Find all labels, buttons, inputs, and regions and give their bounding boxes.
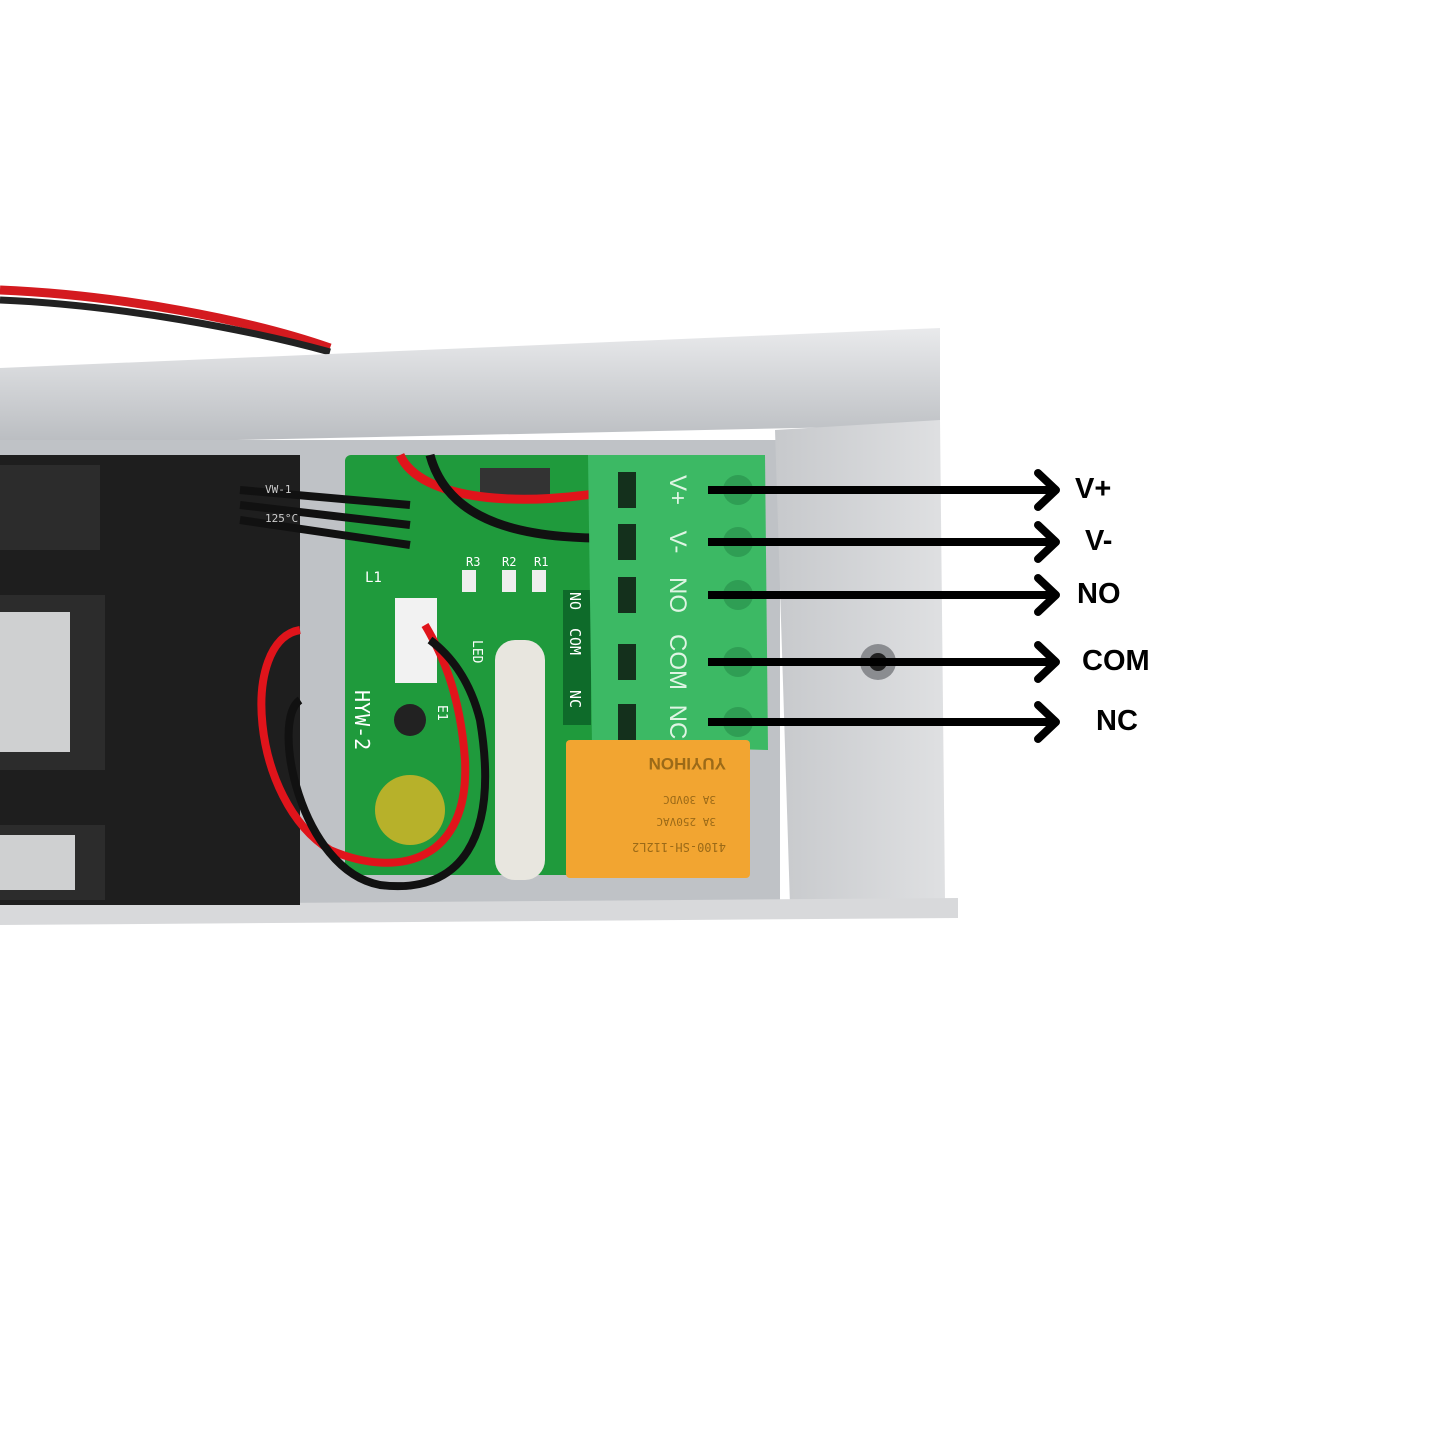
terminal-label-no: NO	[1077, 578, 1121, 610]
arrow-head-icon	[1034, 469, 1060, 511]
relay-model: 4100-SH-112L2	[632, 840, 726, 854]
relay	[566, 740, 750, 878]
resistor-r1	[532, 570, 546, 592]
terminal-block-text-no: NO	[664, 577, 691, 613]
resistor-r2	[502, 570, 516, 592]
silk-com: COM	[566, 628, 584, 655]
arrow-head-icon	[1034, 574, 1060, 616]
silk-e1: E1	[434, 705, 449, 721]
arrow-head-icon	[1034, 521, 1060, 563]
terminal-slot-no	[618, 577, 636, 613]
aluminum-housing-top	[0, 328, 940, 445]
capacitor-e1	[375, 775, 445, 845]
red-wire-v-plus	[395, 452, 629, 504]
resistor-r3	[462, 570, 476, 592]
terminal-label-nc: NC	[1096, 705, 1138, 737]
pcb-model-label: HYW-2	[350, 690, 374, 750]
magnet-label	[0, 612, 70, 752]
terminal-slot-v-minus	[618, 524, 636, 560]
red-cable	[0, 285, 332, 353]
black-coil-wire	[284, 636, 490, 891]
terminal-slot-com	[618, 644, 636, 680]
black-cable	[0, 296, 331, 356]
terminal-block-text-v-minus: V-	[664, 531, 691, 554]
silk-l1: L1	[365, 570, 382, 586]
magnet-label	[0, 835, 75, 890]
terminal-slot-v-plus	[618, 472, 636, 508]
led-light-pipe	[495, 640, 545, 880]
wire-print-b: 125°C	[265, 512, 298, 525]
silk-r2: R2	[502, 555, 516, 569]
relay-rating-1: 3A 250VAC	[656, 815, 716, 828]
arrow-head-icon	[1034, 641, 1060, 683]
terminal-block-text-com: COM	[664, 634, 691, 690]
silk-terminal-labels	[563, 590, 591, 725]
terminal-label-com: COM	[1082, 645, 1150, 677]
relay-brand: YUYIHON	[649, 754, 726, 773]
relay-rating-2: 3A 30VDC	[663, 793, 716, 806]
wire-print-a: VW-1	[265, 483, 292, 496]
arrow-head-icon	[1034, 701, 1060, 743]
terminal-block-text-v-plus: V+	[664, 475, 691, 505]
magnet-segment	[0, 465, 100, 550]
silk-r3: R3	[466, 555, 480, 569]
terminal-slot-nc	[618, 704, 636, 740]
silk-no: NO	[566, 592, 584, 610]
silk-r1: R1	[534, 555, 548, 569]
terminal-label-v-plus: V+	[1075, 473, 1112, 505]
terminal-label-v-minus: V-	[1085, 525, 1113, 557]
silk-led: LED	[469, 640, 484, 664]
red-coil-wire	[257, 622, 470, 867]
silk-nc: NC	[566, 690, 584, 708]
coil-wires	[239, 486, 411, 549]
terminal-block-text-nc: NC	[664, 705, 691, 740]
capacitor-small	[394, 704, 426, 736]
diode-m7	[480, 468, 550, 498]
